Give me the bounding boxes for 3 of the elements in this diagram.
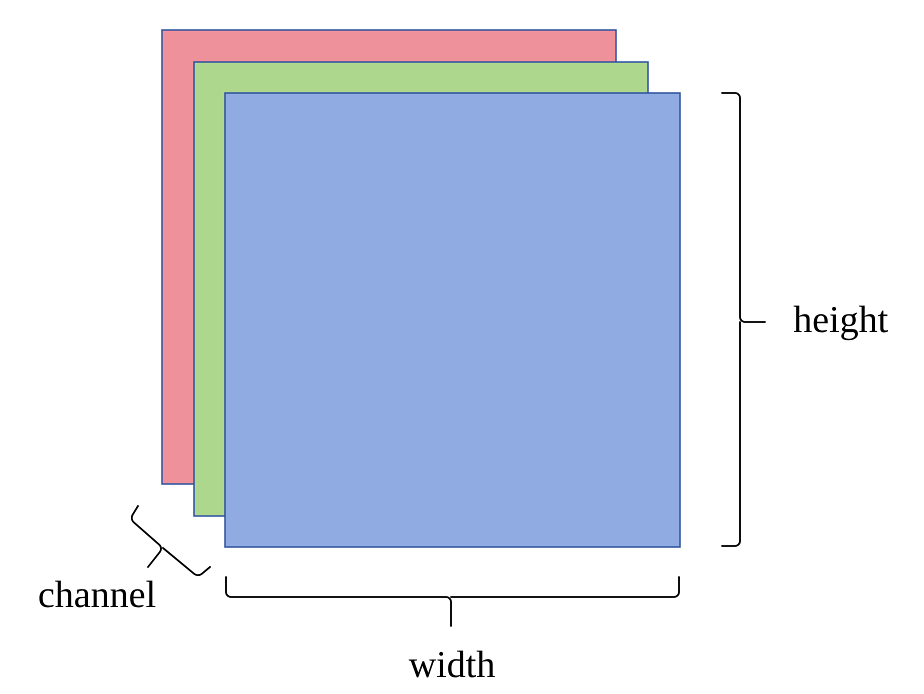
- dimension-label: height: [794, 306, 888, 340]
- dimension-label: channel: [39, 580, 156, 608]
- dimension-label: width: [408, 650, 495, 678]
